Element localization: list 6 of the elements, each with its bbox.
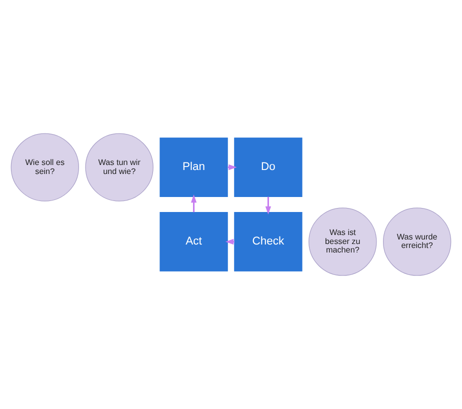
arrow	[265, 196, 272, 215]
arrow	[190, 194, 197, 212]
node-box: Act	[160, 212, 228, 272]
node-box: Plan	[160, 138, 228, 197]
node-box: Do	[234, 138, 302, 197]
node-box: Check	[234, 212, 302, 272]
